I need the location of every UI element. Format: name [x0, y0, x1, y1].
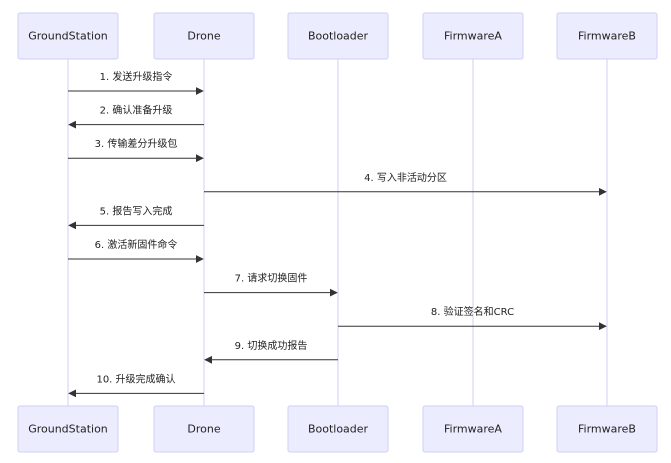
message-8: 8. 验证签名和CRC [338, 305, 607, 331]
participant-label: FirmwareA [444, 423, 502, 436]
participant-firmwarea-top: FirmwareA [422, 12, 524, 60]
participant-label: GroundStation [28, 423, 108, 436]
participant-groundstation-top: GroundStation [17, 12, 119, 60]
participant-label: FirmwareB [578, 30, 636, 43]
participant-label: GroundStation [28, 30, 108, 43]
message-label: 10. 升级完成确认 [96, 372, 175, 385]
participant-label: Bootloader [308, 423, 369, 436]
participant-box [287, 405, 389, 453]
participant-label: FirmwareB [578, 423, 636, 436]
participant-firmwareb-bottom: FirmwareB [556, 405, 658, 453]
message-3: 3. 传输差分升级包 [68, 137, 204, 163]
message-label: 3. 传输差分升级包 [95, 137, 178, 150]
participant-label: Drone [187, 423, 220, 436]
message-label: 8. 验证签名和CRC [431, 305, 514, 318]
message-label: 9. 切换成功报告 [235, 339, 308, 352]
message-label: 4. 写入非活动分区 [364, 172, 447, 184]
message-5: 5. 报告写入完成 [68, 204, 204, 230]
participant-box [422, 405, 524, 453]
participant-label: Drone [187, 30, 220, 43]
message-10: 10. 升级完成确认 [68, 372, 204, 398]
participant-bootloader-top: Bootloader [287, 12, 389, 60]
message-2: 2. 确认准备升级 [68, 104, 204, 129]
participant-label: FirmwareA [444, 30, 502, 43]
participant-box [556, 12, 658, 60]
participant-firmwarea-bottom: FirmwareA [422, 405, 524, 453]
message-label: 7. 请求切换固件 [235, 272, 308, 285]
message-label: 5. 报告写入完成 [100, 204, 173, 217]
message-label: 1. 发送升级指令 [100, 70, 173, 83]
message-7: 7. 请求切换固件 [204, 272, 338, 297]
participant-box [153, 405, 255, 453]
participant-drone-bottom: Drone [153, 405, 255, 453]
participant-box [153, 12, 255, 60]
message-label: 6. 激活新固件命令 [95, 238, 178, 251]
participant-groundstation-bottom: GroundStation [17, 405, 119, 453]
participant-box [17, 405, 119, 453]
participant-label: Bootloader [308, 30, 369, 43]
message-1: 1. 发送升级指令 [68, 70, 204, 95]
participant-box [422, 12, 524, 60]
message-9: 9. 切换成功报告 [204, 339, 338, 364]
message-6: 6. 激活新固件命令 [68, 238, 204, 263]
participant-box [556, 405, 658, 453]
participant-drone-top: Drone [153, 12, 255, 60]
participant-box [17, 12, 119, 60]
message-4: 4. 写入非活动分区 [204, 172, 607, 196]
message-label: 2. 确认准备升级 [100, 104, 173, 117]
participant-bootloader-bottom: Bootloader [287, 405, 389, 453]
participant-box [287, 12, 389, 60]
participant-firmwareb-top: FirmwareB [556, 12, 658, 60]
